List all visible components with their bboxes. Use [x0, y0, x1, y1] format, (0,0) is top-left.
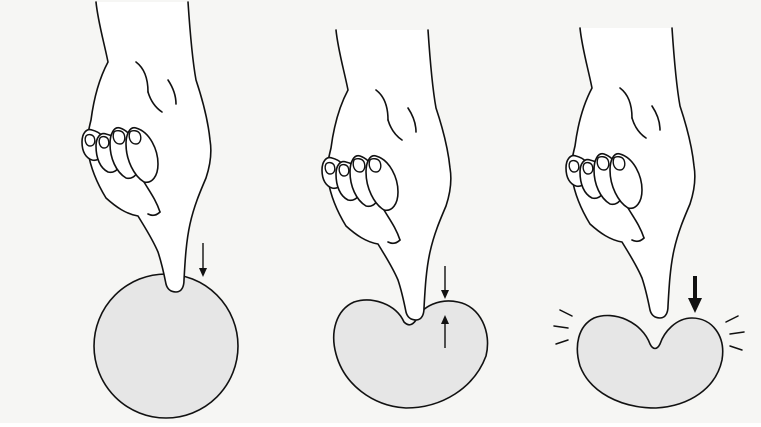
ball-round	[94, 274, 238, 418]
